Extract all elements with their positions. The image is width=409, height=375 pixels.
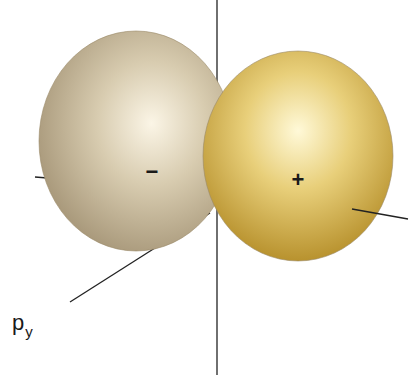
orbital-name: p: [12, 312, 24, 334]
phase-sign: −: [146, 161, 159, 183]
orbital-subscript: y: [25, 324, 33, 339]
orbital-lobe: +: [202, 50, 394, 262]
y-axis-right: [352, 209, 408, 219]
lobe-shape: [202, 50, 394, 262]
phase-sign: +: [292, 169, 305, 191]
